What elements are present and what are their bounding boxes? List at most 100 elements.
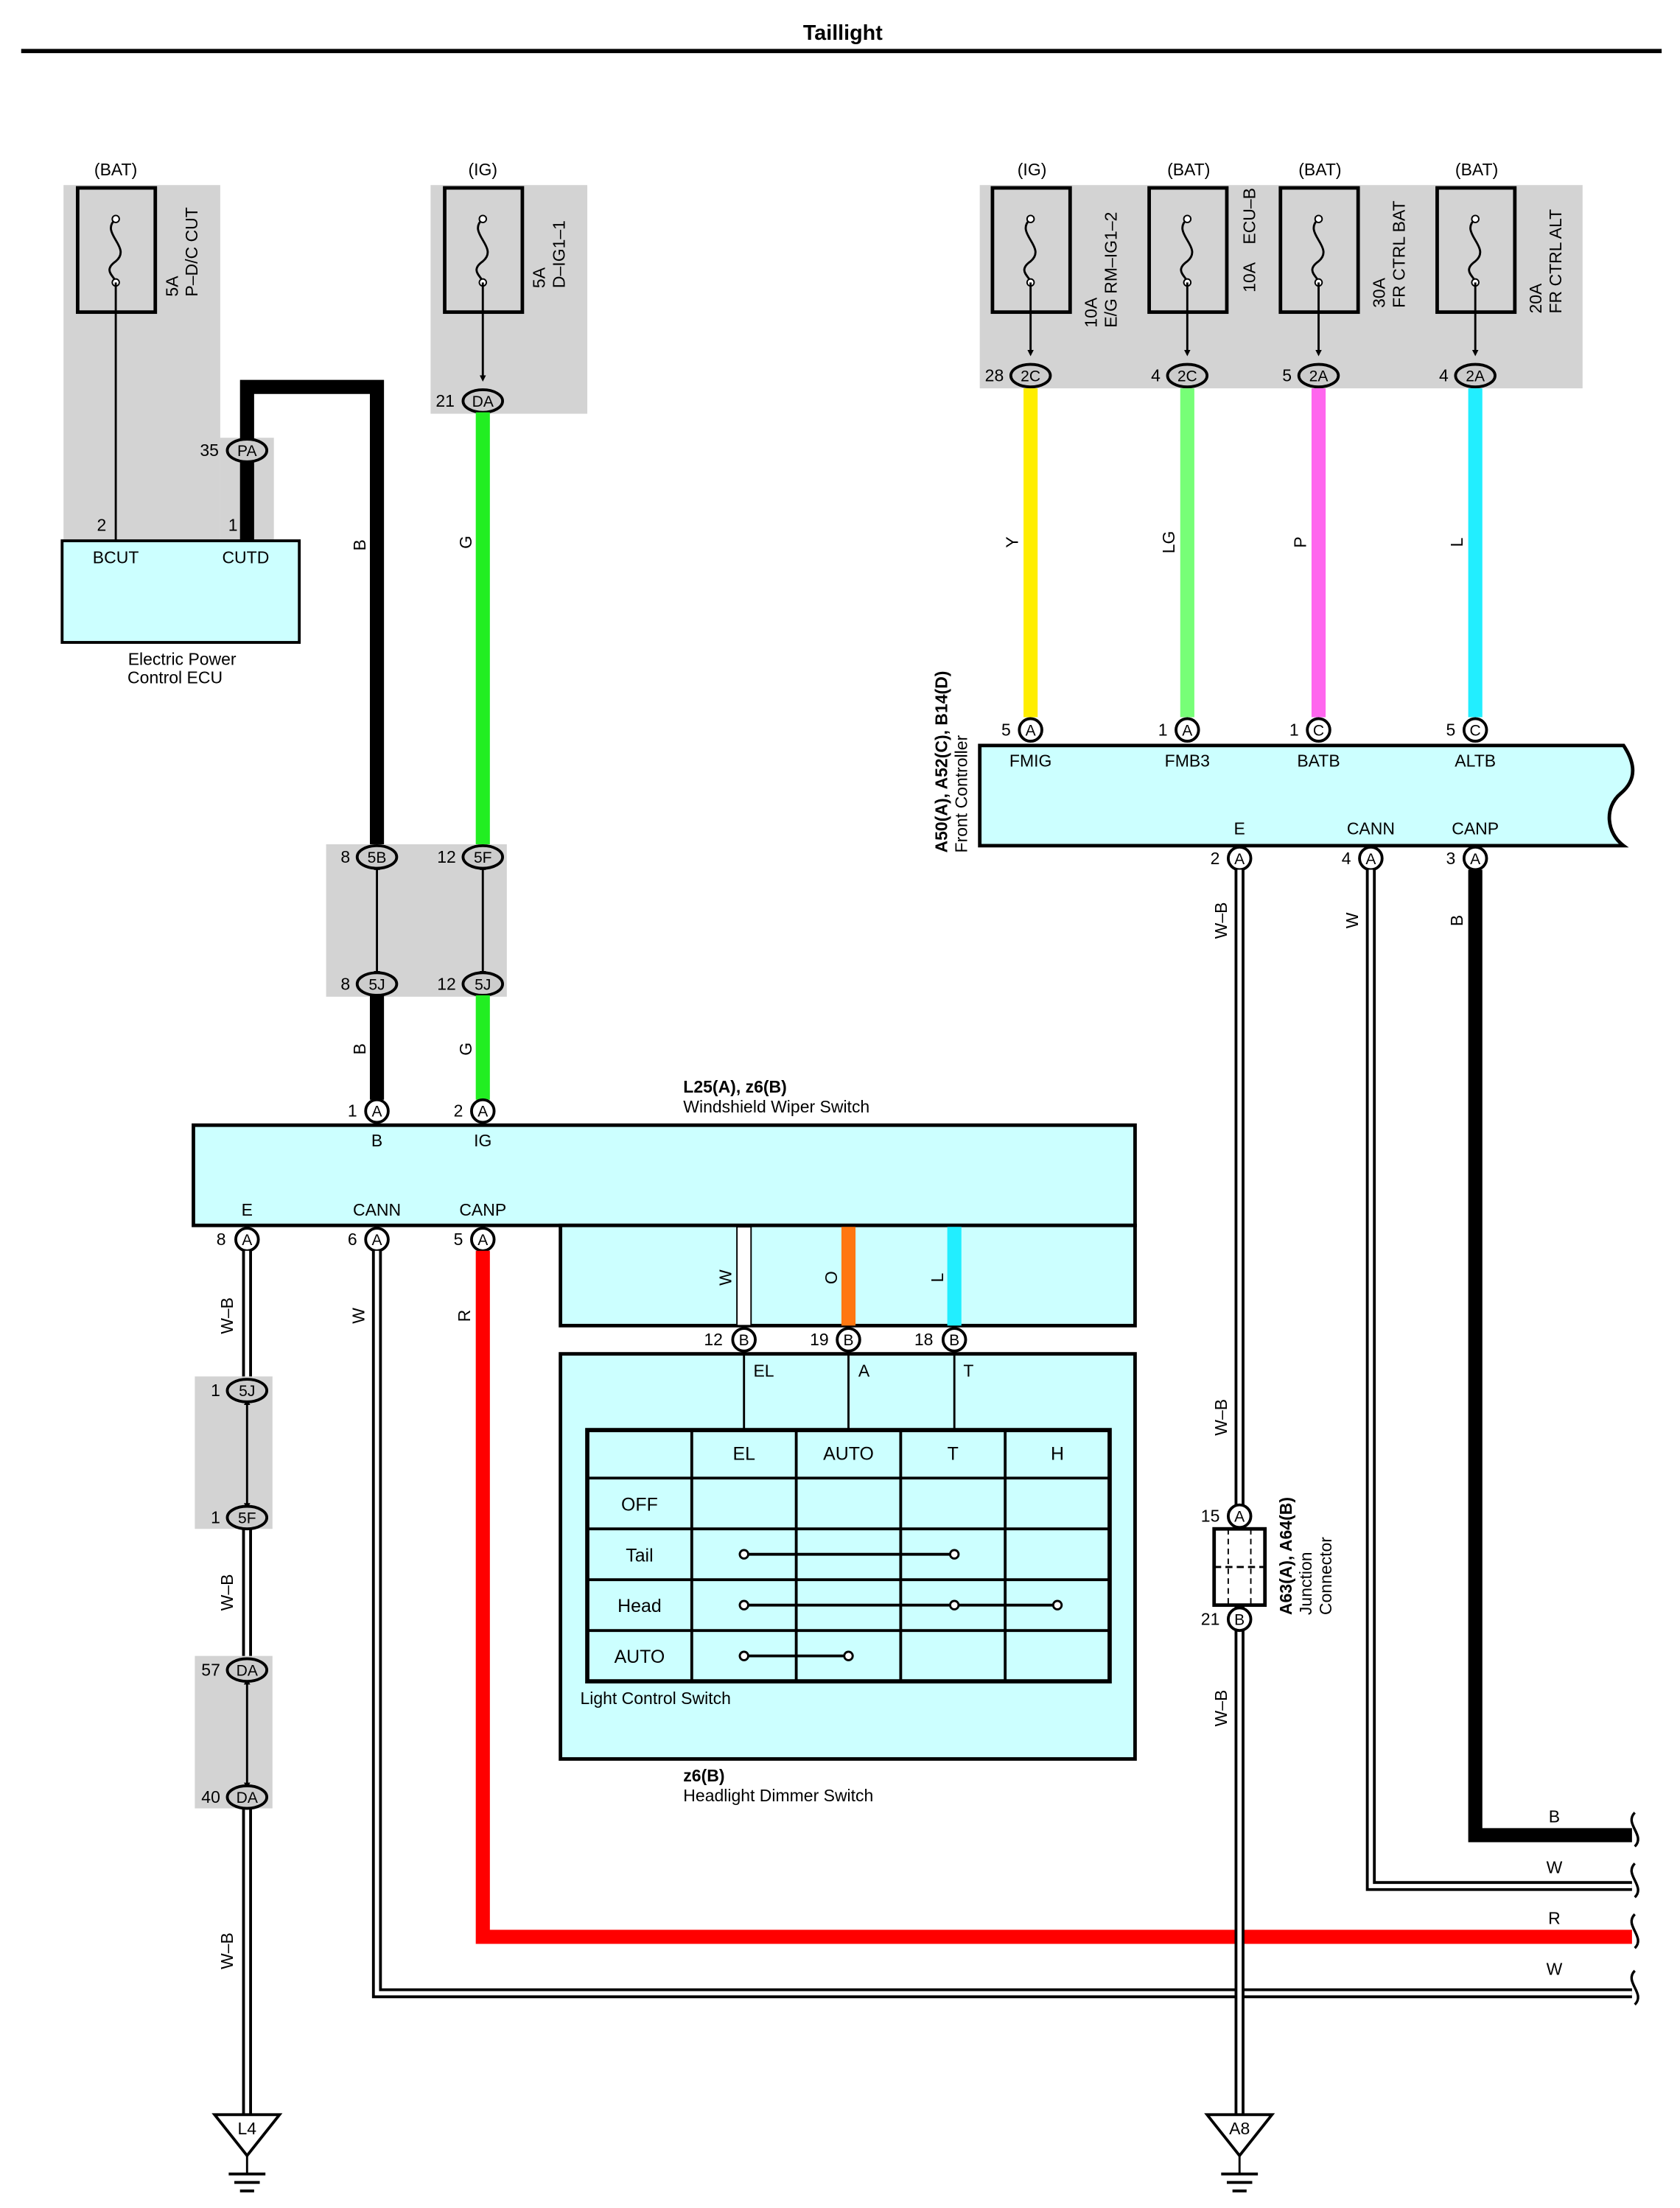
ecu-terminal-cutd: CUTD [222,548,269,567]
fuse-rm-ig1-2: (IG) 10A E/G RM–IG1–2 28 2C [985,160,1121,389]
wire-color-label: R [1548,1909,1561,1928]
connector-oval [1297,362,1340,389]
connector-pin: 5 [1282,366,1292,385]
table-row-label: AUTO [615,1647,665,1667]
ecu-pin-cutd: 1 [228,516,238,535]
wiper-switch-name: Windshield Wiper Switch [683,1097,869,1116]
connector-pin: 21 [435,391,455,410]
table-header-cell: EL [732,1443,755,1464]
connector-label: 5J [368,976,385,993]
pin-number: 6 [348,1230,357,1249]
pin-circle [731,1327,757,1353]
wire-color-label: G [456,1042,475,1056]
wire-color-label: B [350,539,369,550]
connector-pin: 57 [201,1660,220,1679]
wire-color-label: W [1547,1858,1563,1877]
fuse-icon [1180,218,1194,283]
pin-number: 1 [1289,720,1299,739]
connector-pin: 4 [1151,366,1161,385]
terminal-label: FMIG [1009,751,1051,771]
continuity-dot [843,1650,854,1661]
ground-symbol-a8: A8 [1204,2113,1275,2193]
junction-connector-name-2: Connector [1316,1537,1335,1615]
wire-fill [1468,869,1632,1843]
internal-harness: W O L 12 B 19 B 18 B [559,1223,1137,1353]
break-mark [1630,1812,1639,1848]
break-mark [1630,1913,1639,1949]
wire-color-label: G [456,536,475,549]
wire-w-cann-wiper: W W [349,1250,1632,1999]
continuity-dot [949,1599,960,1611]
connector-oval [225,1784,269,1810]
windshield-wiper-switch: L25(A), z6(B) Windshield Wiper Switch B … [192,1077,1137,1252]
wire-fill [1368,869,1632,1888]
connector-pin: 8 [340,847,350,866]
fuse-rating: 30A [1370,277,1389,308]
pin-letter: A [242,1232,252,1249]
pin-circle [836,1327,861,1353]
fuse-name: FR CTRL BAT [1389,200,1408,308]
connector-label: 5J [239,1383,255,1400]
fuse-icon [475,218,489,283]
pin-circle [364,1098,390,1124]
power-source-label: (IG) [1018,160,1047,179]
pin-circle [1226,1503,1253,1529]
connector-label: 5F [474,849,492,866]
table-header-cell: AUTO [823,1443,874,1464]
break-mark [1630,1969,1639,2006]
junction-shading [195,1655,273,1809]
front-controller-name: Front Controller [951,735,970,852]
fuse-rating: 10A [1239,262,1259,292]
junction-connector-name-1: Junction [1296,1552,1315,1615]
connector-oval [225,438,269,463]
fuse-name: FR CTRL ALT [1546,209,1565,314]
terminal-label: EL [753,1361,774,1380]
connector-oval [225,1504,269,1531]
fuse-box-shading [430,185,588,414]
table-header-cell: H [1051,1443,1064,1464]
table-frame [585,1428,1112,1684]
ground-label: A8 [1229,2119,1250,2138]
table-header-cell: T [948,1443,959,1464]
ground-run-left: 1 5J 1 5F 57 DA 40 DA W–B W–B W–B L4 [195,1250,283,2193]
connector-oval [461,844,504,870]
fuse-fr-ctrl-bat: (BAT) 30A FR CTRL BAT 5 2A [1278,160,1408,389]
wire-color-label: L [928,1273,947,1283]
fuse-name: D–IG1–1 [549,220,568,288]
connector-label: PA [237,443,257,460]
wire-color-label: W–B [1211,903,1231,939]
wire-color-label: R [455,1310,474,1322]
terminal-label: CANN [1347,819,1395,838]
wire-outline [1365,869,1632,1891]
front-controller-code: A50(A), A52(C), B14(D) [932,671,951,853]
power-source-label: (BAT) [1455,160,1498,179]
pin-letter: A [1234,851,1245,868]
pin-number: 4 [1342,849,1351,868]
terminal-label: E [1234,819,1245,838]
pin-letter: A [1234,1509,1245,1526]
connector-label: 2A [1466,368,1485,385]
pin-number: 2 [1211,849,1220,868]
pin-letter: A [1182,722,1192,739]
terminal-label: E [242,1200,253,1219]
wire-b-cutd-to-5b [239,379,385,847]
power-source-label: (BAT) [1167,160,1210,179]
wire-color-label: W–B [217,1932,237,1969]
connector-oval [355,844,399,870]
ecu-name-line2: Control ECU [127,668,223,687]
ecu-pin-bcut: 2 [97,516,107,535]
terminal-label: A [858,1361,870,1380]
connector-oval [1009,362,1052,389]
continuity-tail [738,1549,960,1560]
ground-label: L4 [238,2119,257,2138]
continuity-head [738,1599,1063,1611]
electric-power-control-ecu: BCUT CUTD 2 1 Electric Power Control ECU [60,516,301,687]
wire-color-label: W–B [1211,1399,1231,1436]
connector-pin: 4 [1439,366,1449,385]
connector-pin: 35 [200,441,219,460]
pin-circle [1226,1606,1253,1633]
fuse-name: P–D/C CUT [182,207,201,296]
wiper-switch-body [192,1123,1137,1227]
ground-triangle [211,2113,283,2158]
